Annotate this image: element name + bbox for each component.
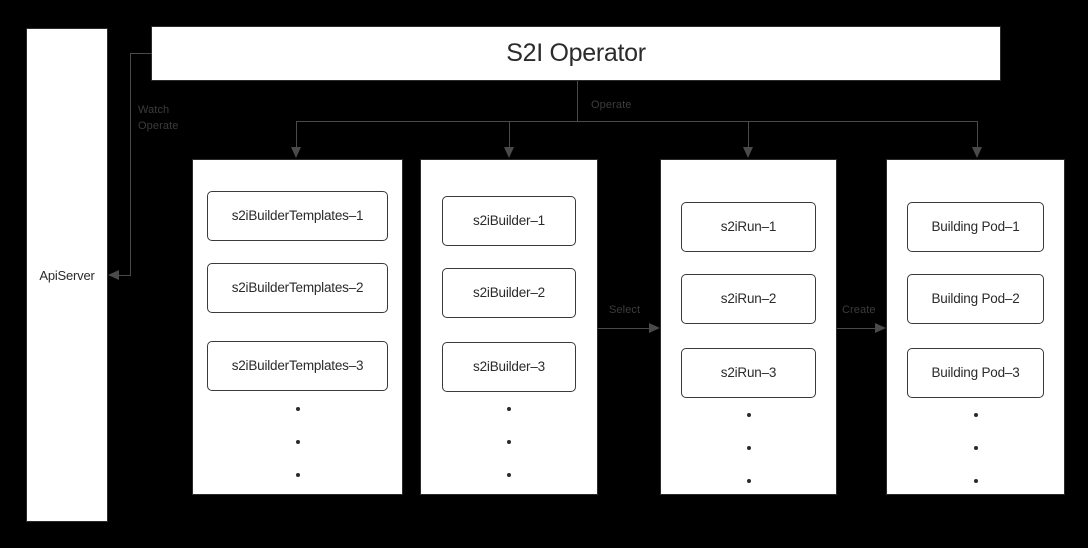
list-item[interactable]: s2iBuilder–2 bbox=[442, 268, 576, 318]
dot bbox=[295, 473, 300, 477]
select-edge-label: Select bbox=[609, 304, 641, 316]
create-edge-arrowhead bbox=[875, 323, 886, 333]
dot bbox=[507, 440, 511, 444]
create-edge-line bbox=[837, 328, 875, 329]
dot bbox=[507, 473, 511, 477]
operate-arrowhead-2 bbox=[743, 147, 753, 158]
column-s2irun[interactable]: s2iRun–1 s2iRun–2 s2iRun–3 bbox=[660, 159, 837, 495]
ellipsis-dots bbox=[887, 413, 1064, 483]
dot bbox=[746, 479, 751, 483]
list-item[interactable]: Building Pod–2 bbox=[907, 274, 1044, 324]
dot bbox=[295, 440, 300, 444]
select-edge-arrowhead bbox=[649, 323, 660, 333]
operate-arrowhead-3 bbox=[972, 147, 982, 158]
operate-branch-1 bbox=[509, 121, 510, 148]
dot bbox=[746, 446, 751, 450]
list-item[interactable]: s2iRun–1 bbox=[681, 202, 816, 252]
list-item[interactable]: s2iBuilderTemplates–3 bbox=[207, 341, 388, 391]
dot bbox=[973, 479, 978, 483]
dot bbox=[746, 413, 751, 417]
operate-edge-bus bbox=[296, 121, 978, 122]
operate-arrowhead-0 bbox=[291, 147, 301, 158]
list-item[interactable]: s2iBuilderTemplates–2 bbox=[207, 263, 388, 313]
watch-edge-segment-bottom bbox=[119, 275, 131, 276]
s2i-operator-node[interactable]: S2I Operator bbox=[151, 26, 1001, 81]
column-s2ibuildertemplates[interactable]: s2iBuilderTemplates–1 s2iBuilderTemplate… bbox=[192, 159, 403, 495]
operate-branch-0 bbox=[296, 121, 297, 148]
watch-edge-segment-top bbox=[130, 53, 152, 54]
operate-branch-3 bbox=[977, 121, 978, 148]
list-item[interactable]: s2iBuilder–3 bbox=[442, 342, 576, 392]
list-item[interactable]: Building Pod–1 bbox=[907, 202, 1044, 252]
ellipsis-dots bbox=[421, 407, 597, 477]
list-item[interactable]: Building Pod–3 bbox=[907, 348, 1044, 398]
dot bbox=[507, 407, 511, 411]
ellipsis-dots bbox=[661, 413, 836, 483]
s2i-operator-label: S2I Operator bbox=[506, 39, 646, 67]
list-item[interactable]: s2iBuilder–1 bbox=[442, 196, 576, 246]
list-item[interactable]: s2iBuilderTemplates–1 bbox=[207, 191, 388, 241]
ellipsis-dots bbox=[193, 407, 402, 477]
watch-edge-segment-vertical bbox=[130, 53, 131, 275]
column-building-pod[interactable]: Building Pod–1 Building Pod–2 Building P… bbox=[886, 159, 1065, 495]
dot bbox=[973, 413, 978, 417]
select-edge-line bbox=[598, 328, 649, 329]
dot bbox=[295, 407, 300, 411]
operate-arrowhead-1 bbox=[504, 147, 514, 158]
column-s2ibuilder[interactable]: s2iBuilder–1 s2iBuilder–2 s2iBuilder–3 bbox=[420, 159, 598, 495]
watch-operate-edge-label: Watch Operate bbox=[138, 104, 179, 132]
apiserver-node[interactable]: ApiServer bbox=[26, 28, 108, 522]
list-item[interactable]: s2iRun–2 bbox=[681, 274, 816, 324]
dot bbox=[973, 446, 978, 450]
operate-edge-stem bbox=[577, 81, 578, 121]
create-edge-label: Create bbox=[842, 304, 876, 316]
apiserver-label: ApiServer bbox=[39, 267, 95, 283]
operate-edge-label: Operate bbox=[591, 99, 632, 111]
list-item[interactable]: s2iRun–3 bbox=[681, 348, 816, 398]
operate-branch-2 bbox=[748, 121, 749, 148]
watch-edge-arrowhead bbox=[108, 270, 119, 280]
